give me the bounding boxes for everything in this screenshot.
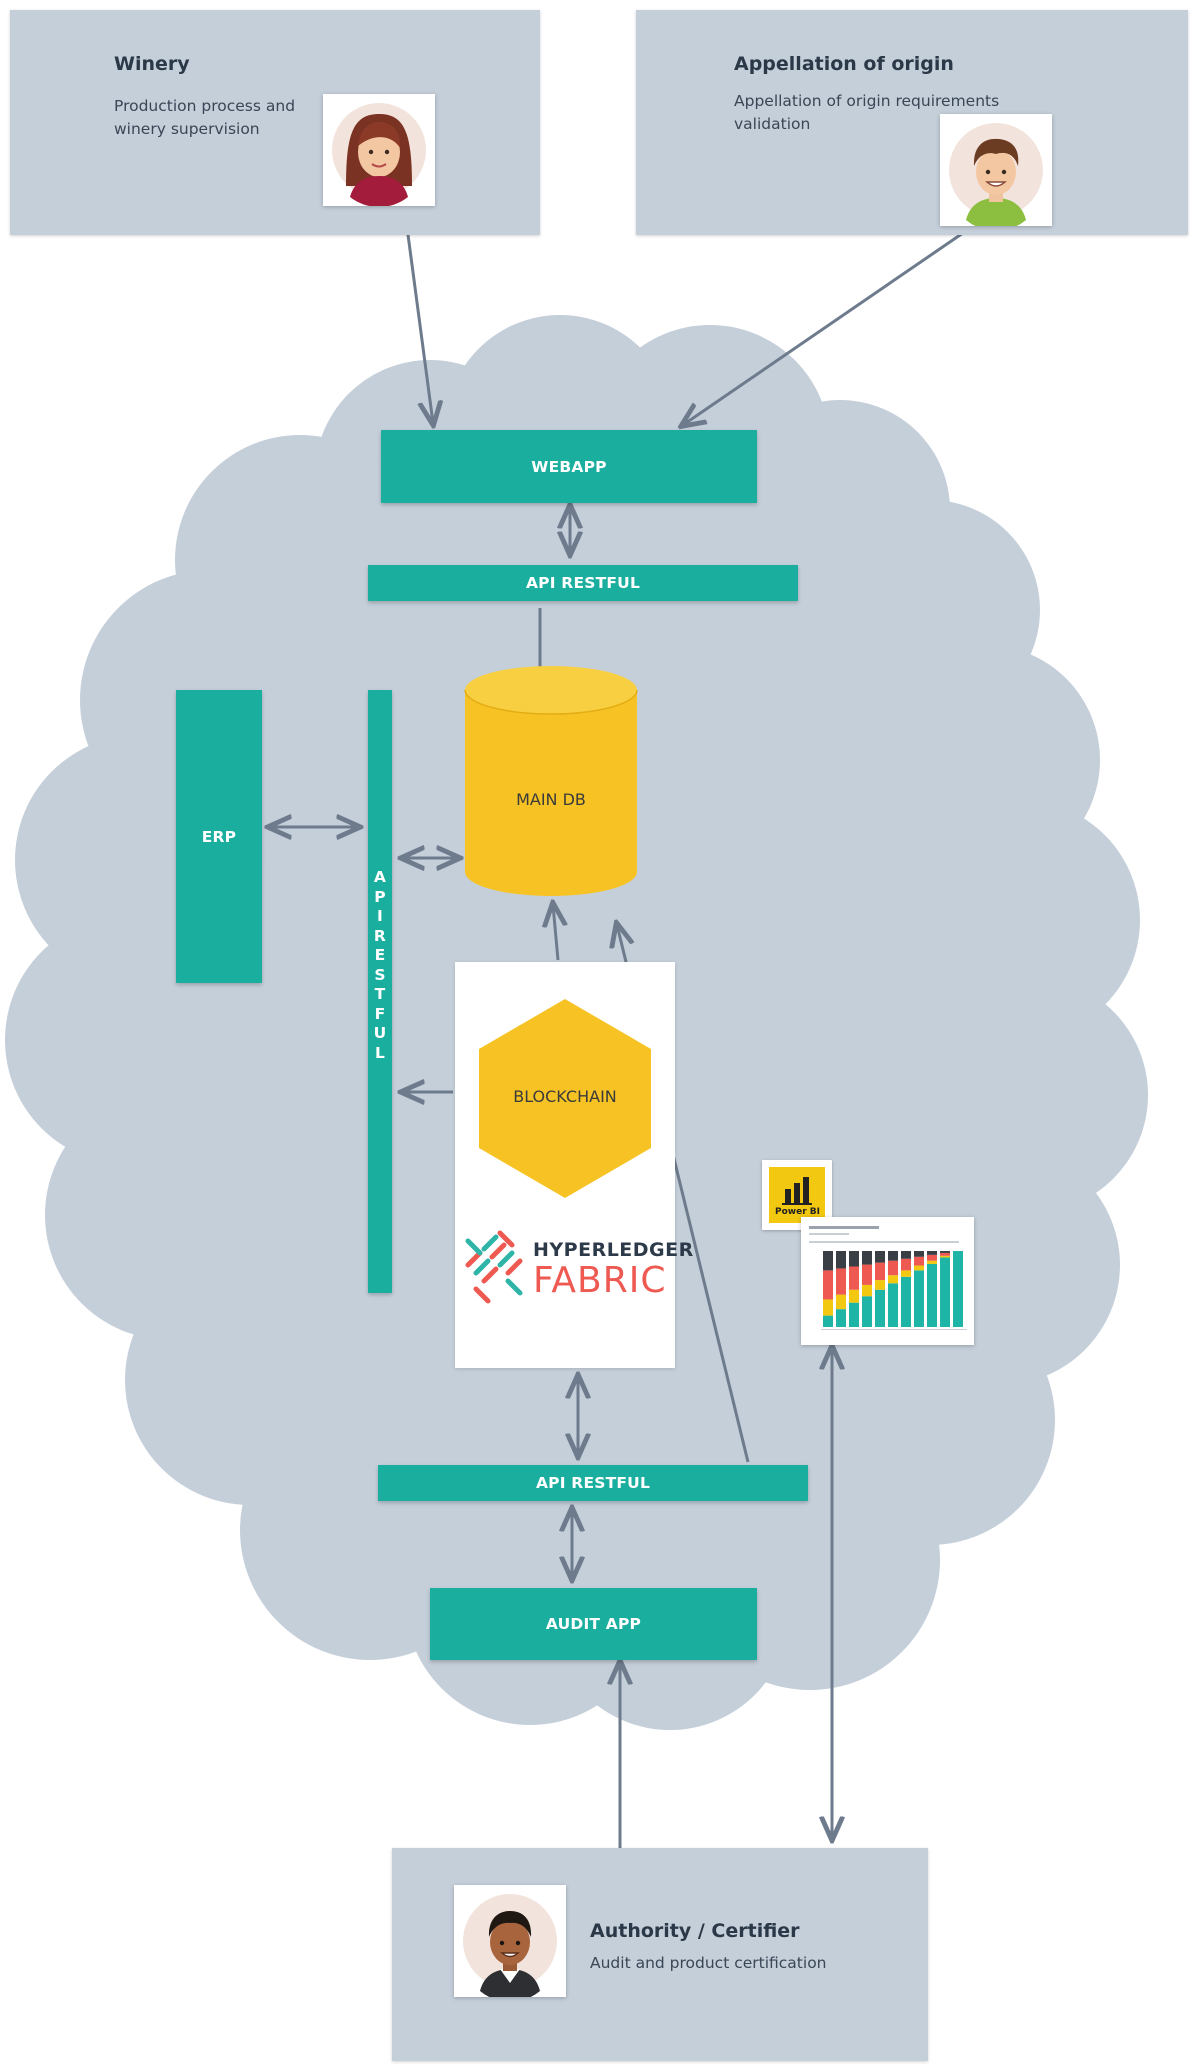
blockchain-hexagon [479,999,651,1198]
thumbnail-bar-segment [940,1257,950,1327]
thumbnail-bar-segment [914,1270,924,1327]
thumbnail-bar-segment [875,1262,885,1281]
hyperledger-text: HYPERLEDGER [533,1239,694,1261]
thumbnail-bar-segment [927,1251,937,1255]
api-vertical-letter: L [374,1043,386,1062]
api-restful-bottom[interactable]: API RESTFUL [378,1465,808,1501]
api-vertical-letter: P [374,887,386,906]
thumbnail-bar-segment [875,1280,885,1290]
thumbnail-bar-segment [927,1254,937,1261]
authority-box: Authority / Certifier Audit and product … [392,1848,928,2061]
authority-title: Authority / Certifier [590,1920,800,1942]
api-vertical-letter: E [374,946,386,964]
thumbnail-bar-segment [862,1264,872,1285]
man-avatar-icon [949,123,1043,226]
authority-avatar [454,1885,566,1997]
api-restful-top[interactable]: API RESTFUL [368,565,798,601]
thumbnail-bar-segment [888,1260,898,1276]
thumbnail-bar-segment [849,1289,859,1303]
authority-description: Audit and product certification [590,1954,827,1972]
webapp-box[interactable]: WEBAPP [381,430,757,503]
appellation-avatar [940,114,1052,226]
thumbnail-bar-segment [849,1266,859,1290]
thumbnail-bar-segment [836,1268,846,1295]
thumbnail-bar-segment [888,1283,898,1327]
thumbnail-bar-segment [888,1275,898,1284]
thumbnail-bar-segment [940,1252,950,1256]
thumbnail-bar-segment [875,1251,885,1263]
thumbnail-bar-segment [940,1251,950,1253]
audit-app-box[interactable]: AUDIT APP [430,1588,757,1660]
thumbnail-bar-segment [823,1299,833,1316]
person-avatar-icon [463,1894,557,1997]
winery-avatar [323,94,435,206]
hyperledger-fabric-card: BLOCKCHAIN HYPERLEDGER FABRIC [455,962,693,1368]
api-vertical-letter: F [374,1004,386,1023]
thumbnail-bar-segment [836,1309,846,1327]
appellation-box: Appellation of origin Appellation of ori… [636,10,1188,235]
powerbi-bars-icon [782,1177,812,1205]
thumbnail-bar-segment [901,1251,911,1259]
appellation-description-line2: validation [734,115,811,133]
thumbnail-bar-segment [914,1265,924,1271]
erp-box[interactable]: ERP [176,690,262,983]
thumbnail-bar-segment [823,1315,833,1327]
main-db-label: MAIN DB [516,790,586,809]
thumbnail-bar-segment [914,1256,924,1266]
powerbi-label: Power BI [775,1207,820,1217]
api-vertical-letter: R [373,926,387,945]
thumbnail-bar-segment [888,1251,898,1261]
thumbnail-bar-segment [927,1263,937,1327]
hyperledger-logo-icon [465,1230,523,1304]
thumbnail-bar-segment [875,1289,885,1327]
powerbi-logo: Power BI [762,1160,832,1230]
thumbnail-bar-segment [849,1302,859,1327]
thumbnail-bar-segment [823,1251,833,1271]
appellation-title: Appellation of origin [734,53,954,75]
fabric-text: FABRIC [533,1260,667,1301]
winery-title: Winery [114,53,190,75]
thumbnail-bar-segment [901,1270,911,1277]
api-vertical-letter: I [377,907,383,925]
blockchain-label: BLOCKCHAIN [513,1087,617,1106]
thumbnail-bar-segment [862,1251,872,1265]
winery-description-line1: Production process and [114,97,296,115]
thumbnail-bar-segment [901,1276,911,1327]
arrow-fabric-to-db [553,905,558,961]
winery-description-line2: winery supervision [114,120,260,138]
thumbnail-bar-segment [862,1284,872,1297]
arrow-winery-to-webapp [403,211,433,423]
thumbnail-bar-segment [940,1255,950,1258]
thumbnail-bar-segment [862,1296,872,1327]
stacked-bar-chart-icon [809,1226,967,1330]
thumbnail-bar-segment [914,1251,924,1257]
api-vertical-letter: A [373,868,387,886]
woman-avatar-icon [332,103,426,206]
hyperledger-fabric-graphic [465,999,651,1304]
thumbnail-bar-segment [901,1258,911,1271]
winery-box: Winery Production process and winery sup… [10,10,540,235]
powerbi-report-thumbnail [801,1217,974,1345]
thumbnail-bar-segment [953,1251,963,1327]
thumbnail-bar-segment [927,1260,937,1264]
thumbnail-bar-segment [823,1270,833,1300]
main-db-cylinder [464,666,638,896]
thumbnail-bar-segment [836,1294,846,1310]
api-vertical-letter: S [374,965,386,984]
api-vertical-letter: U [373,1024,387,1042]
thumbnail-bar-segment [849,1251,859,1267]
arrow-appellation-to-webapp [683,231,964,425]
thumbnail-bar-segment [836,1251,846,1269]
appellation-description-line1: Appellation of origin requirements [734,92,1000,110]
api-vertical-letter: T [374,985,386,1003]
